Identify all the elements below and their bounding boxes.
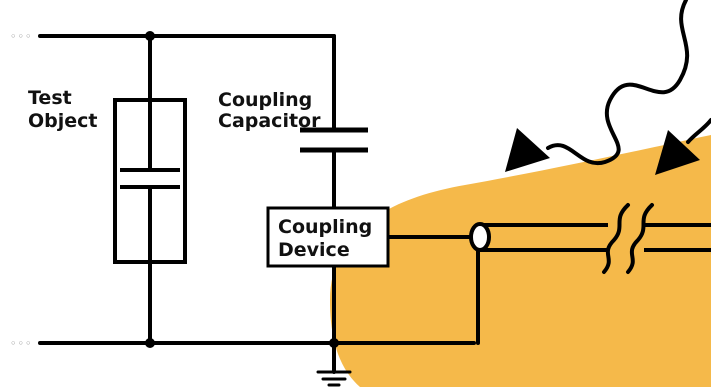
coupling-device-label-line1: Coupling: [278, 216, 372, 238]
cable-end-ellipse: [469, 222, 491, 252]
interference-arrowhead-1: [505, 128, 550, 172]
interference-region: [330, 135, 711, 387]
cable-break-mark: [602, 203, 654, 274]
interference-squiggle-1: [546, 0, 690, 166]
coupling-capacitor-label-line1: Coupling: [218, 89, 312, 111]
coupling-device-label-line2: Device: [278, 239, 350, 261]
coupling-capacitor: [300, 127, 368, 153]
ground-symbol: [316, 370, 352, 387]
coupling-device-box: [266, 206, 390, 268]
junction-dots: [145, 31, 339, 348]
junction-dot-top: [145, 31, 155, 41]
junction-dot-bottom-right: [329, 338, 339, 348]
junction-dot-bottom-left: [145, 338, 155, 348]
coupling-capacitor-label-line2: Capacitor: [218, 110, 321, 132]
interference-arrows: [505, 0, 711, 175]
coaxial-cable: [469, 222, 711, 252]
circuit-wiring: [38, 34, 480, 374]
test-object-label-line1: Test: [28, 87, 72, 109]
cable-break-gap: [608, 200, 644, 270]
terminal-bottom: ◦◦◦: [10, 337, 32, 350]
interference-arrowhead-2: [655, 130, 700, 175]
terminal-top: ◦◦◦: [10, 30, 32, 43]
test-object: [113, 98, 187, 264]
interference-squiggle-2: [686, 118, 711, 144]
test-object-label-line2: Object: [28, 110, 98, 132]
